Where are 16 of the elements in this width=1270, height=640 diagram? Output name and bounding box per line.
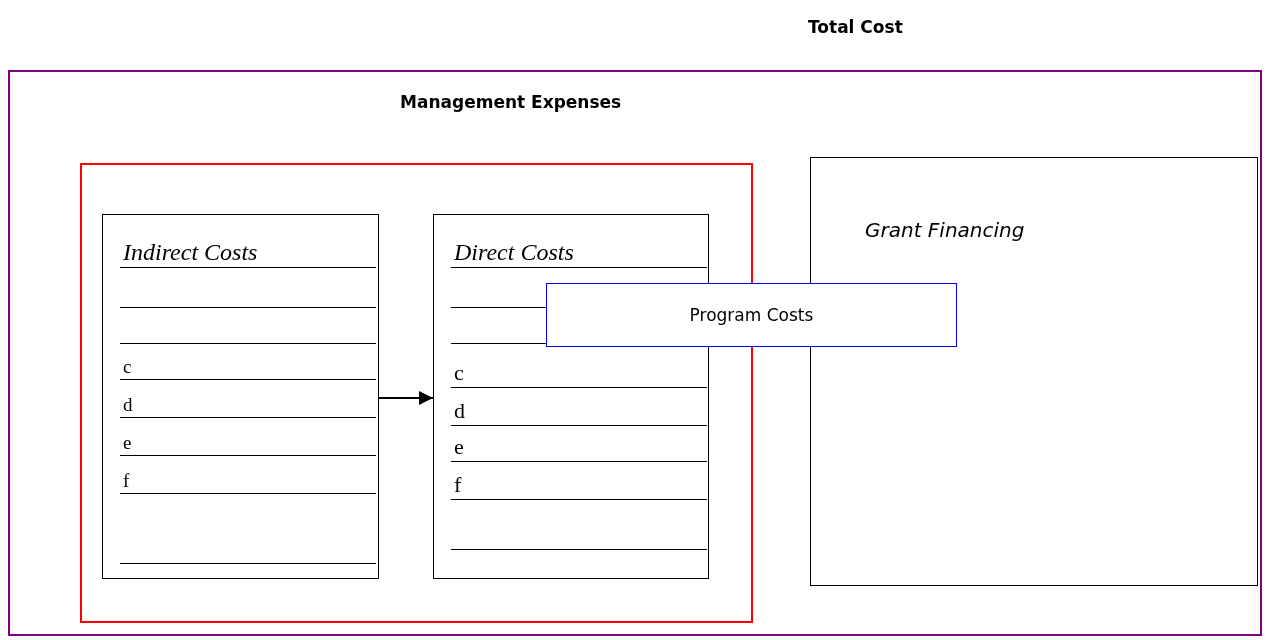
row-label: c (123, 357, 132, 376)
overlay-label-box: Program Costs (546, 283, 957, 347)
row-label: e (123, 433, 132, 452)
column-heading: Direct Costs (454, 240, 574, 264)
row-label: f (123, 471, 130, 490)
group-title: Total Cost (808, 17, 903, 37)
row-label: c (454, 362, 464, 384)
arrow (378, 391, 434, 405)
group-title: Management Expenses (400, 92, 622, 112)
row-label: e (454, 436, 464, 458)
row-label: d (123, 395, 133, 414)
row-label: f (454, 474, 462, 496)
row-label: d (454, 400, 465, 422)
cost-list-box (102, 214, 379, 579)
column-heading: Indirect Costs (123, 240, 258, 264)
box-title: Grant Financing (865, 218, 1025, 242)
